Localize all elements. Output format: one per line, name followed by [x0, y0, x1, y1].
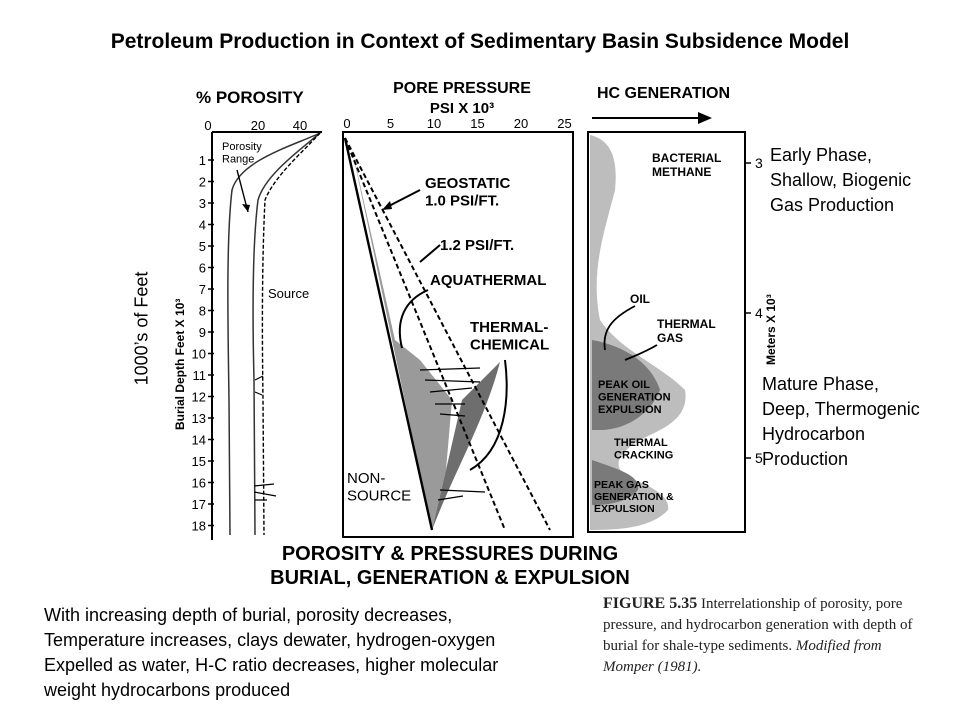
depth-tick-label: 17	[192, 497, 206, 512]
source-label: Source	[268, 286, 309, 301]
thermal-chemical-label: THERMAL-CHEMICAL	[470, 319, 549, 353]
meters-tick-label: 5	[755, 450, 763, 466]
depth-tick-label: 6	[199, 261, 206, 276]
depth-tick-label: 2	[199, 175, 206, 190]
source-curve	[261, 132, 321, 536]
geostatic-line	[344, 137, 551, 531]
depth-tick-label: 1	[199, 153, 206, 168]
meters-ticks: 3 4 5	[745, 155, 763, 466]
porosity-tick-20: 20	[251, 118, 265, 133]
meters-tick-label: 4	[755, 305, 763, 321]
depth-tick-label: 12	[192, 390, 206, 405]
aquathermal-arrow	[398, 289, 429, 349]
hc-header: HC GENERATION	[597, 85, 730, 102]
gradient-arrow	[419, 244, 441, 263]
porosity-range-arrowhead	[242, 204, 250, 212]
figure-caption-source: Modified from Momper (1981).	[603, 638, 882, 675]
depth-tick-label: 10	[192, 347, 206, 362]
meters-axis-label: Meters X 10³	[764, 294, 778, 365]
depth-tick-label: 9	[199, 325, 206, 340]
pressure-ticks: 0 5 10 15 20 25	[343, 116, 571, 131]
porosity-spikes	[253, 375, 277, 501]
pressure-spikes	[419, 367, 486, 501]
description-text: With increasing depth of burial, porosit…	[44, 605, 499, 700]
oil-arrow	[603, 305, 636, 351]
depth-tick-label: 11	[193, 368, 207, 383]
aquathermal-label: AQUATHERMAL	[430, 272, 546, 289]
pressure-panel: PORE PRESSURE PSI X 10³ 0 5 10 15 20 25 GEOST…	[342, 80, 574, 538]
thermal-gas-arrow	[624, 344, 658, 361]
gradient-label: 1.2 PSI/FT.	[440, 237, 514, 254]
depth-axis-label: Burial Depth Feet X 10³	[173, 299, 187, 430]
thermal-chemical-arrow	[469, 359, 508, 471]
porosity-range-outer	[252, 132, 321, 536]
pressure-tick-label: 20	[514, 116, 528, 131]
porosity-header: % POROSITY	[196, 88, 304, 107]
depth-tick-label: 3	[199, 196, 206, 211]
pressure-header: PORE PRESSURE	[393, 80, 531, 97]
porosity-range-inner	[227, 132, 321, 536]
depth-tick-label: 14	[192, 433, 206, 448]
oil-label: OIL	[630, 292, 650, 306]
depth-tick-label: 16	[192, 476, 206, 491]
figure-caption: FIGURE 5.35 Interrelationship of porosit…	[603, 593, 918, 678]
depth-tick-label: 18	[192, 519, 206, 534]
porosity-tick-0: 0	[204, 118, 211, 133]
figure-bottom-line1: POROSITY & PRESSURES DURING	[282, 543, 618, 565]
depth-tick-label: 4	[199, 218, 206, 233]
pressure-tick-label: 15	[470, 116, 484, 131]
aquathermal-shade	[350, 140, 452, 530]
depth-tick-label: 15	[192, 454, 206, 469]
mature-phase-note: Mature Phase, Deep, Thermogenic Hydrocar…	[762, 374, 920, 469]
pressure-tick-label: 0	[343, 116, 350, 131]
hydrostatic-line	[343, 137, 434, 531]
porosity-tick-40: 40	[293, 118, 307, 133]
gas-envelope	[590, 135, 686, 530]
pressure-tick-label: 10	[427, 116, 441, 131]
depth-tick-label: 7	[199, 282, 206, 297]
depth-tick-label: 5	[199, 239, 206, 254]
figure-number: FIGURE 5.35	[603, 595, 698, 612]
pressure-tick-label: 5	[387, 116, 394, 131]
depth-tick-label: 8	[199, 304, 206, 319]
early-phase-note: Early Phase, Shallow, Biogenic Gas Produ…	[770, 145, 912, 215]
figure-bottom-line2: BURIAL, GENERATION & EXPULSION	[270, 567, 630, 589]
porosity-axis-frame	[211, 131, 322, 540]
figure-caption-text: Interrelationship of porosity, pore pres…	[603, 596, 913, 654]
meters-tick-label: 3	[755, 155, 763, 171]
depth-tick-label: 13	[192, 411, 206, 426]
oil-envelope	[592, 340, 660, 430]
gas-peak	[592, 460, 639, 505]
pressure-subheader: PSI X 10³	[430, 100, 494, 117]
geostatic-arrowhead	[382, 201, 392, 210]
hc-arrowhead	[698, 112, 712, 124]
non-source-label: NON-SOURCE	[347, 470, 411, 504]
page-title: Petroleum Production in Context of Sedim…	[110, 30, 850, 53]
pressure-frame	[342, 131, 574, 538]
pressure-tick-label: 25	[557, 116, 571, 131]
y-axis-note: 1000’s of Feet	[131, 271, 152, 386]
